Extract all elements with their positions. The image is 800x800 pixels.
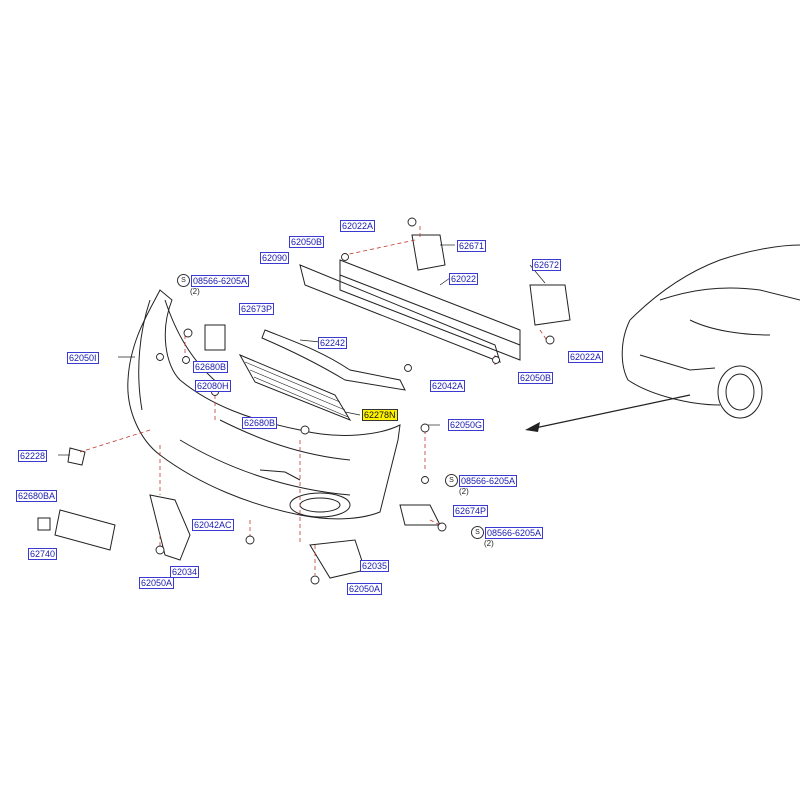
direction-arrow (525, 394, 691, 432)
label-62228[interactable]: 62228 (18, 450, 48, 462)
label-62673P[interactable]: 62673P (239, 303, 275, 315)
qty-top: (2) (190, 287, 200, 296)
label-62035[interactable]: 62035 (360, 560, 390, 572)
bumper-cover (127, 289, 401, 520)
label-62680B-mid[interactable]: 62680B (242, 417, 278, 429)
label-62050A-left[interactable]: 62050A (139, 577, 175, 589)
reinforcement-beam (339, 259, 521, 361)
label-62674P[interactable]: 62674P (453, 505, 489, 517)
label-08566-6205A-top[interactable]: 08566-6205A (191, 275, 250, 287)
qty-mid: (2) (459, 487, 469, 496)
s-symbol-top: S (177, 274, 190, 287)
label-62050I[interactable]: 62050I (67, 352, 99, 364)
label-62022[interactable]: 62022 (449, 273, 479, 285)
s-symbol-mid: S (445, 474, 458, 487)
license-plate (54, 509, 116, 551)
label-62671[interactable]: 62671 (457, 240, 487, 252)
label-62080H[interactable]: 62080H (195, 380, 231, 392)
label-62042AC[interactable]: 62042AC (192, 519, 234, 531)
bracket-left (411, 234, 446, 271)
vehicle-outline (621, 244, 800, 419)
label-62050G[interactable]: 62050G (448, 419, 485, 431)
label-62680B-upper[interactable]: 62680B (193, 361, 229, 373)
label-62090[interactable]: 62090 (260, 252, 290, 264)
label-62042A[interactable]: 62042A (430, 380, 466, 392)
label-08566-6205A-low[interactable]: 08566-6205A (485, 527, 544, 539)
label-62050B-right[interactable]: 62050B (518, 372, 554, 384)
license-bracket (149, 494, 191, 561)
qty-low: (2) (484, 539, 494, 548)
label-62680BA[interactable]: 62680BA (16, 490, 58, 502)
energy-absorber (299, 264, 501, 363)
bracket-right (529, 284, 571, 326)
label-62022A-top[interactable]: 62022A (340, 220, 376, 232)
under-cover (309, 539, 366, 579)
label-62278N-highlighted[interactable]: 62278N (362, 409, 398, 421)
label-62242[interactable]: 62242 (318, 337, 348, 349)
label-62740[interactable]: 62740 (28, 548, 58, 560)
label-62672[interactable]: 62672 (532, 259, 562, 271)
fog-lamp-opening (289, 492, 351, 518)
label-62034[interactable]: 62034 (170, 566, 200, 578)
upper-bracket (261, 329, 406, 391)
label-62050B-top[interactable]: 62050B (289, 236, 325, 248)
label-08566-6205A-mid[interactable]: 08566-6205A (459, 475, 518, 487)
label-62050A-bottom[interactable]: 62050A (347, 583, 383, 595)
label-62022A-right[interactable]: 62022A (568, 351, 604, 363)
s-symbol-low: S (471, 526, 484, 539)
grille (238, 353, 352, 422)
